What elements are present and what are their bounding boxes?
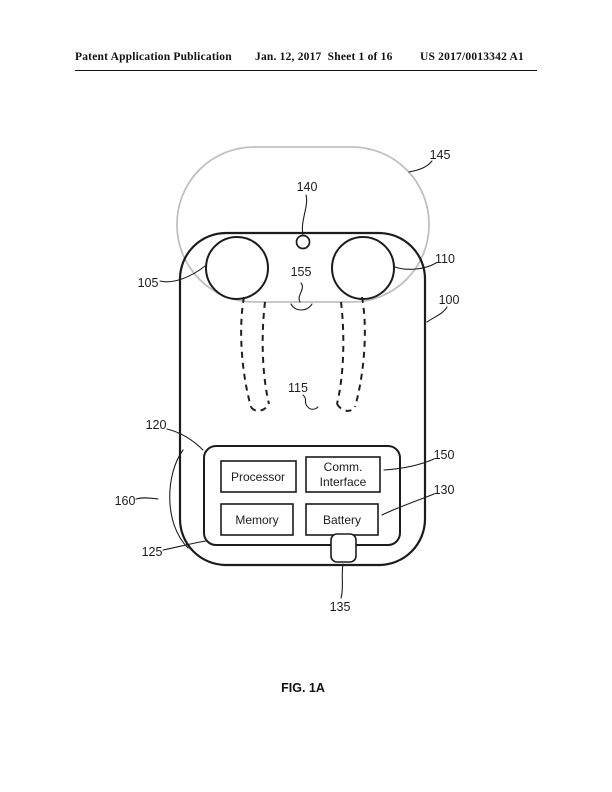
right-stem-outer-line [354,296,366,408]
header-patent-number: US 2017/0013342 A1 [420,51,524,63]
leader-130 [381,493,435,516]
leader-150 [383,458,435,471]
button-circle [295,234,311,250]
lid-outline [176,146,430,303]
leader-145 [408,160,433,173]
ref-label-145: 145 [430,148,451,162]
leader-120 [166,428,204,451]
left-stem-outer-line [240,296,252,408]
ref-label-140: 140 [297,180,318,194]
left-stem-tip-arc [250,403,270,412]
ref-label-160: 160 [115,494,136,508]
ref-label-100: 100 [439,293,460,307]
header-rule [75,70,537,72]
comm-interface-box [305,456,381,493]
battery-box [305,503,379,536]
ref-label-155: 155 [291,265,312,279]
hinge-arc [290,303,313,311]
battery-label: Battery [323,513,361,527]
comm-interface-label-line2: Interface [320,475,367,489]
header-publication: Patent Application Publication [75,51,232,63]
leader-110 [394,262,437,270]
left-earbud-circle [205,236,269,300]
leader-105 [159,265,206,283]
processor-box [220,460,297,493]
bracket-160 [169,449,189,549]
leader-115 [302,394,319,410]
ref-label-150: 150 [434,448,455,462]
right-stem-tip-arc [336,403,356,412]
leader-160 [135,497,159,500]
hinge-squiggle [298,282,303,303]
memory-label: Memory [235,513,278,527]
ref-label-115: 115 [288,381,308,395]
ref-label-105: 105 [138,276,159,290]
component-box-outline [203,445,401,546]
ref-label-125: 125 [142,545,163,559]
header-date-sheet: Jan. 12, 2017 Sheet 1 of 16 [255,51,393,63]
left-stem-inner-line [261,301,270,405]
ref-label-110: 110 [435,252,455,266]
ref-label-120: 120 [146,418,167,432]
right-stem-inner-line [336,301,345,405]
leader-100 [426,306,448,323]
connector-tab [330,533,357,563]
ref-label-135: 135 [330,600,351,614]
ref-label-130: 130 [434,483,455,497]
leader-140 [301,194,308,235]
comm-interface-label-line1: Comm. [324,460,363,474]
memory-box [220,503,294,536]
right-earbud-circle [331,236,395,300]
leader-125 [162,540,207,551]
leader-135 [340,563,344,599]
processor-label: Processor [231,470,285,484]
figure-caption: FIG. 1A [281,681,325,695]
